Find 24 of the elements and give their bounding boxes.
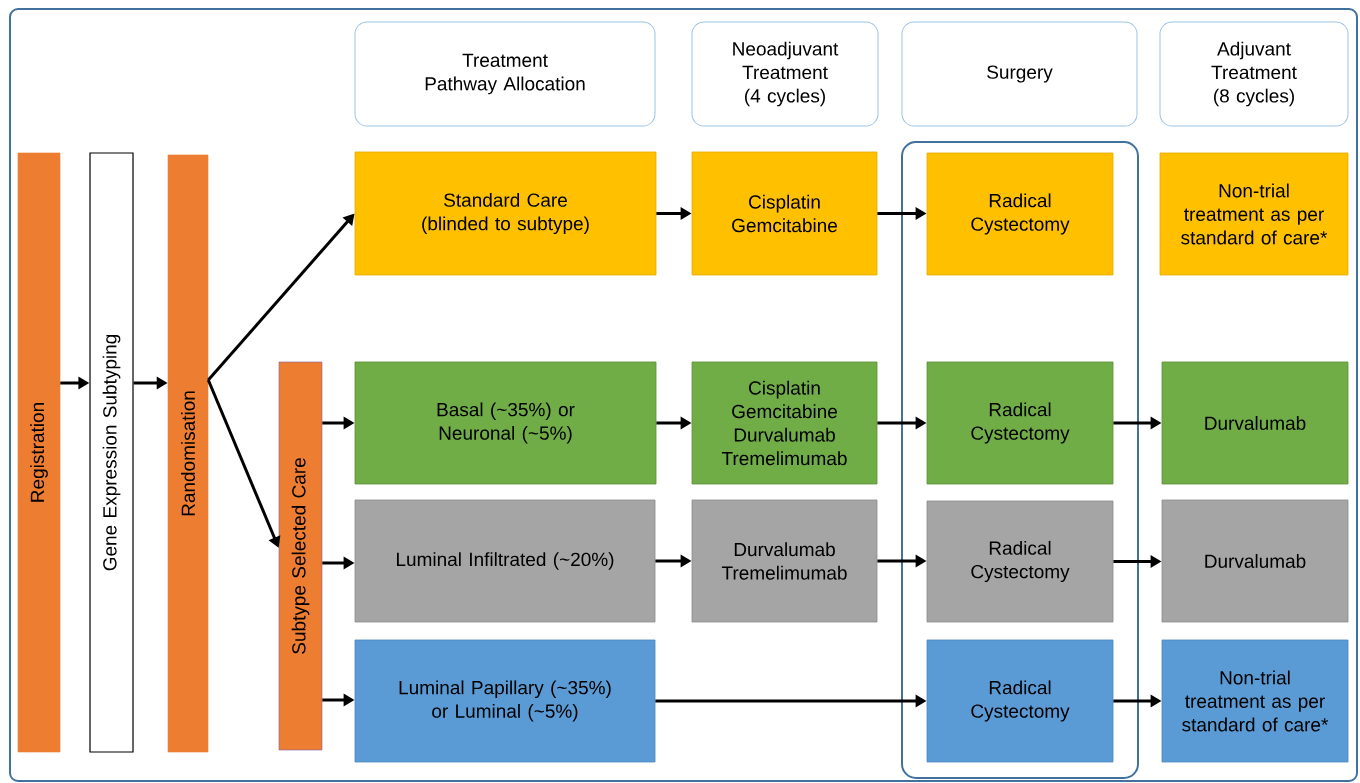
process-box: Non-trial treatment as per standard of care* (1159, 152, 1349, 276)
process-box: Durvalumab Tremelimumab (691, 499, 878, 623)
process-box: Luminal Papillary (~35%) or Luminal (~5%) (354, 639, 656, 763)
process-box: Basal (~35%) or Neuronal (~5%) (354, 361, 657, 485)
process-box: Radical Cystectomy (926, 361, 1114, 485)
process-box: Radical Cystectomy (926, 639, 1114, 763)
header-box: Adjuvant Treatment (8 cycles) (1159, 21, 1349, 127)
stage-bar: Randomisation (167, 154, 209, 753)
process-box: Non-trial treatment as per standard of care* (1161, 639, 1349, 763)
header-box: Neoadjuvant Treatment (4 cycles) (691, 21, 879, 127)
header-box: Treatment Pathway Allocation (354, 21, 656, 127)
process-box: Standard Care (blinded to subtype) (354, 151, 657, 276)
header-box: Surgery (901, 21, 1138, 127)
surgery-frame (901, 141, 1139, 779)
stage-bar: Gene Expression Subtyping (89, 152, 134, 753)
process-box: Radical Cystectomy (926, 500, 1114, 623)
process-box: Durvalumab (1161, 499, 1349, 623)
stage-bar: Registration (17, 152, 61, 753)
stage-bar: Subtype Selected Care (278, 361, 323, 751)
process-box: Cisplatin Gemcitabine Durvalumab Tremelimumab (691, 361, 878, 485)
process-box: Durvalumab (1161, 361, 1349, 485)
process-box: Cisplatin Gemcitabine (691, 151, 878, 276)
process-box: Luminal Infiltrated (~20%) (354, 499, 656, 623)
process-box: Radical Cystectomy (926, 152, 1114, 276)
